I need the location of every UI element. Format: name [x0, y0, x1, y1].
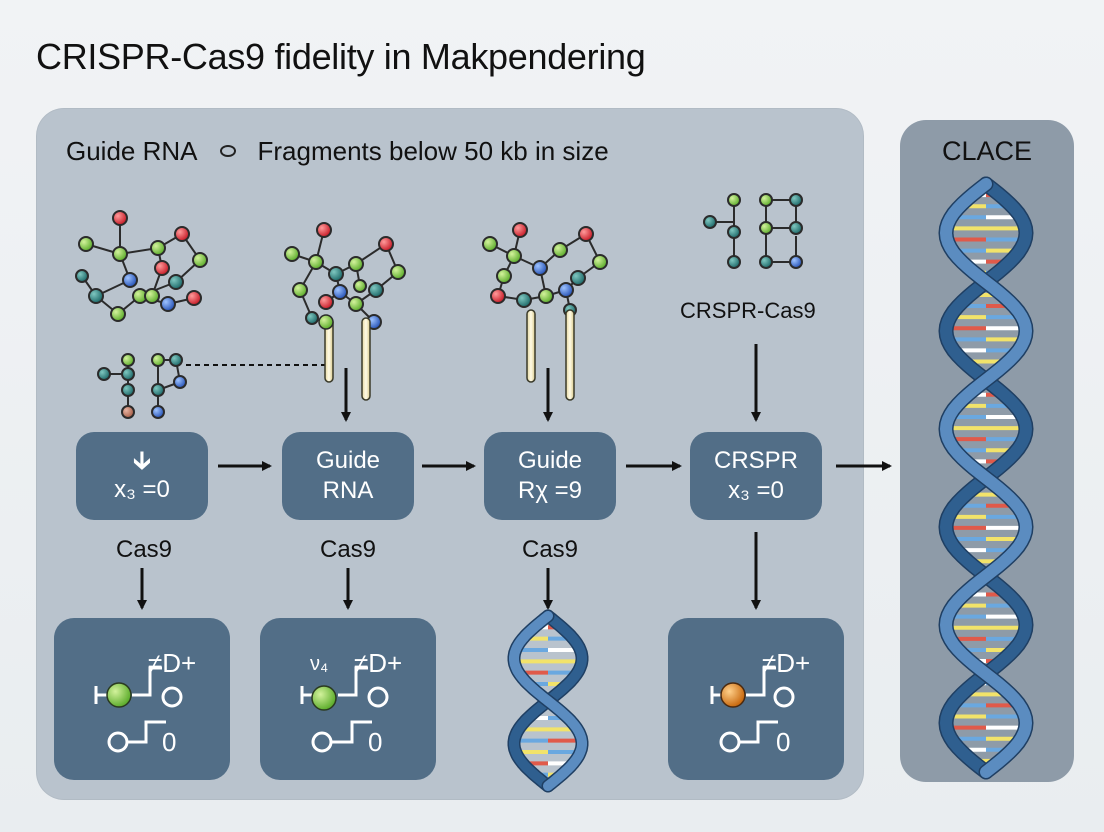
dna-helix-large-icon [938, 176, 1034, 780]
crspr-cas9-label: CRSPR-Cas9 [680, 298, 816, 323]
step-node-2: Guide RNA [282, 432, 414, 520]
result-box-4 [668, 618, 844, 780]
circuit-zero-1: 0 [162, 727, 176, 757]
step-node-1: 🡳 x₃ =0 [76, 432, 208, 520]
step-node-2-line2: RNA [322, 477, 374, 504]
page-title: CRISPR-Cas9 fidelity in Makpendering [36, 36, 646, 77]
cas9-label-3: Cas9 [521, 536, 579, 563]
circuit-text-1: ≠D+ [148, 648, 196, 678]
circuit-icon-2 [300, 666, 389, 753]
small-molecule-left [97, 353, 187, 419]
circuit-icon-1 [94, 666, 183, 753]
circuit-text-2: ≠D+ [354, 648, 402, 678]
molecule-cluster-1 [75, 210, 208, 322]
step-node-1-value: x₃ =0 [114, 476, 170, 503]
circuit-zero-4: 0 [776, 727, 790, 757]
step-node-3-line2: Rχ =9 [518, 477, 582, 504]
step-node-4-line1: CRSPR [713, 447, 798, 474]
step-node-4-line2: x₃ =0 [728, 477, 784, 504]
legend: Guide RNA Fragments below 50 kb in size [66, 136, 609, 167]
circuit-icon-4 [710, 666, 795, 753]
circuit-mark-2: ν₄ [310, 653, 328, 675]
arrows-in [341, 344, 761, 422]
result-box-1 [54, 618, 230, 780]
cas9-label-1: Cas9 [115, 536, 173, 563]
molecule-cluster-4 [703, 193, 803, 269]
arrows-out [137, 532, 761, 610]
circuit-text-4: ≠D+ [762, 648, 810, 678]
molecule-cluster-3 [482, 222, 608, 317]
dna-helix-small-icon [507, 609, 589, 793]
legend-fragments: Fragments below 50 kb in size [257, 136, 609, 166]
clace-title: CLACE [941, 136, 1033, 166]
circuit-zero-2: 0 [368, 727, 382, 757]
step-node-3: Guide Rχ =9 [484, 432, 616, 520]
molecule-cluster-2 [284, 222, 406, 330]
down-arrow-icon: 🡳 [132, 445, 152, 475]
cas9-label-2: Cas9 [319, 536, 377, 563]
dna-strand [509, 611, 587, 791]
legend-separator-icon [219, 144, 236, 157]
result-box-2 [260, 618, 436, 780]
step-node-2-line1: Guide [315, 447, 381, 474]
guide-tubes-2 [526, 309, 575, 401]
legend-guide-rna: Guide RNA [66, 136, 198, 166]
guide-tubes-1 [318, 314, 371, 401]
step-node-3-line1: Guide [517, 447, 583, 474]
dna-strand [939, 178, 1033, 778]
step-node-4: CRSPR x₃ =0 [690, 432, 822, 520]
